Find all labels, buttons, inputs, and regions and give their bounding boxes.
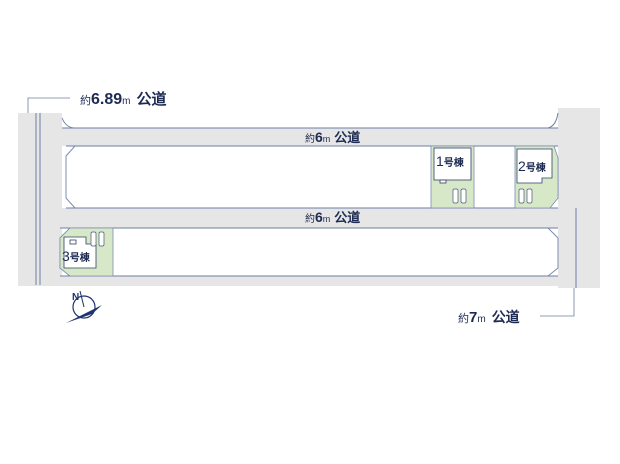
lot-2: 2号棟 [514, 145, 559, 209]
lot-3-number: 3 [62, 248, 70, 264]
lot-1-parking-1 [452, 188, 459, 204]
east-road-prefix: 約 [458, 311, 469, 325]
lot-1-number: 1 [436, 153, 444, 169]
north-road-width: 6 [315, 129, 323, 145]
lot-1-suffix: 号棟 [444, 156, 465, 169]
north-road-prefix: 約 [305, 132, 315, 145]
west-road-label: 約6.89m 公道 [80, 90, 167, 108]
lot-3-parking-1 [90, 231, 97, 247]
middle-road [18, 208, 600, 228]
lot-1-parking-2 [460, 188, 467, 204]
middle-road-prefix: 約 [305, 212, 315, 225]
west-road-prefix: 約 [80, 93, 91, 107]
east-road-leader [540, 288, 575, 317]
middle-road-width: 6 [315, 209, 323, 225]
lot-2-suffix: 号棟 [526, 161, 547, 174]
north-road-unit: m [323, 134, 331, 144]
lot-1-entry [439, 179, 447, 184]
compass-north-letter: N [72, 292, 79, 303]
lot-2-parking-2 [526, 188, 533, 204]
compass-ring [72, 295, 96, 319]
south-block [59, 227, 559, 277]
compass-needle [66, 305, 102, 323]
road-edges [35, 112, 577, 288]
lot-3-entry [69, 239, 77, 245]
west-road-width: 6.89 [91, 91, 122, 108]
road-network [18, 108, 600, 288]
middle-road-type: 公道 [334, 210, 360, 225]
lot-3-suffix: 号棟 [70, 251, 91, 264]
compass-icon: N [66, 290, 102, 323]
east-road-label: 約7m 公道 [458, 309, 520, 326]
west-road-type: 公道 [136, 90, 166, 108]
northeast-corner-curve [547, 112, 559, 129]
north-road [18, 128, 600, 146]
north-block [65, 145, 559, 209]
lot-2-house [516, 148, 553, 184]
west-road-unit: m [122, 96, 130, 107]
lot-2-parking-1 [518, 188, 525, 204]
lot-3-label: 3号棟 [62, 248, 91, 264]
west-road-leader [27, 97, 70, 113]
east-road-unit: m [477, 314, 485, 325]
northwest-corner-curve [61, 117, 76, 129]
east-road-width: 7 [469, 309, 477, 326]
lot-1: 1号棟 [430, 145, 475, 209]
lot-3-parking-2 [98, 231, 105, 247]
east-road-type: 公道 [492, 309, 520, 325]
south-road [18, 276, 600, 286]
north-road-type: 公道 [334, 130, 360, 145]
lot-1-house [433, 147, 472, 181]
lot-1-label: 1号棟 [436, 153, 465, 169]
compass-north-line [79, 290, 85, 308]
lot-2-number: 2 [518, 158, 526, 174]
lot-3: 3号棟 [59, 227, 114, 277]
lot-2-label: 2号棟 [518, 158, 547, 174]
middle-road-unit: m [323, 214, 331, 224]
